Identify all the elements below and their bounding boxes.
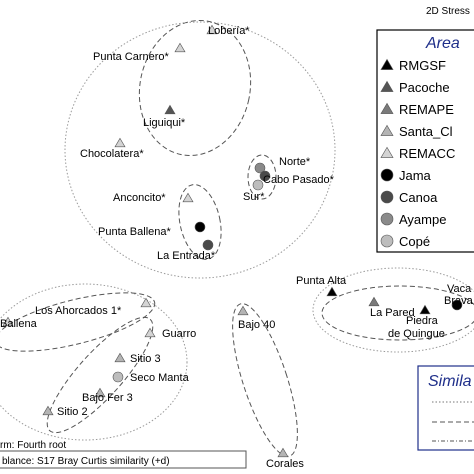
label-sitio-3: Sitio 3 bbox=[130, 353, 161, 365]
inner-cluster-sitio bbox=[46, 316, 154, 434]
label-norte: Norte* bbox=[279, 156, 311, 168]
legend-label-rmgsf: RMGSF bbox=[399, 58, 446, 73]
label-bajo-40: Bajo 40 bbox=[238, 319, 275, 331]
legend-marker-remacc bbox=[380, 146, 394, 158]
point-vaca-brava bbox=[451, 299, 463, 311]
point-anconcito bbox=[182, 192, 194, 203]
inner-cluster-bajo40 bbox=[232, 303, 298, 457]
legend-label-pacoche: Pacoche bbox=[399, 80, 450, 95]
label-brava: Brava bbox=[444, 295, 474, 307]
similarity-legend-box bbox=[417, 365, 474, 451]
legend-marker-canoa bbox=[380, 190, 394, 204]
label-vaca: Vaca bbox=[447, 283, 472, 295]
resemblance-box bbox=[0, 450, 247, 469]
similarity-legend: Simila bbox=[417, 365, 474, 451]
outer-cluster-east bbox=[312, 267, 474, 353]
point-liguiqui bbox=[164, 104, 176, 115]
label-piedra: Piedra bbox=[406, 315, 439, 327]
point-lober-a bbox=[206, 24, 218, 35]
label-guarro: Guarro bbox=[162, 328, 196, 340]
label-loberia: Lobería* bbox=[208, 25, 250, 37]
point-punta-alta bbox=[326, 286, 338, 297]
area-legend: Area RMGSF Pacoche REMAPE Santa_Cl REMAC… bbox=[376, 29, 474, 253]
legend-marker-cop bbox=[380, 234, 394, 248]
label-anconcito: Anconcito* bbox=[113, 192, 166, 204]
point-corales bbox=[277, 447, 289, 458]
label-sitio-2: Sitio 2 bbox=[57, 406, 88, 418]
label-cabo-pasado: Cabo Pasado* bbox=[263, 174, 335, 186]
label-liguiqui: Liguiqui* bbox=[143, 117, 186, 129]
data-points bbox=[2, 24, 463, 458]
point-labels: Lobería* Punta Carnero* Liguiqui* Chocol… bbox=[0, 25, 474, 470]
point-norte bbox=[254, 162, 266, 174]
legend-label-remacc: REMACC bbox=[399, 146, 455, 161]
label-ballena: Ballena bbox=[0, 318, 38, 330]
legend-label-ayampe: Ayampe bbox=[399, 212, 446, 227]
cluster-outlines bbox=[0, 20, 474, 457]
point-ballena bbox=[2, 316, 14, 327]
label-la-pared: La Pared bbox=[370, 307, 415, 319]
legend-label-canoa: Canoa bbox=[399, 190, 438, 205]
outer-cluster-north bbox=[64, 21, 336, 279]
legend-label-santa-cl: Santa_Cl bbox=[399, 124, 453, 139]
label-bajo-fer-3: Bajo Fer 3 bbox=[82, 392, 133, 404]
point-chocolatera bbox=[114, 137, 126, 148]
point-piedra-de-quingue bbox=[419, 304, 431, 315]
label-punta-ballena: Punta Ballena* bbox=[98, 226, 171, 238]
point-la-pared bbox=[368, 296, 380, 307]
inner-cluster-ahorcados bbox=[0, 292, 156, 352]
label-corales: Corales bbox=[266, 458, 304, 470]
legend-marker-pacoche bbox=[380, 80, 394, 92]
point-punta-ballena bbox=[194, 221, 206, 233]
point-bajo-fer-3 bbox=[94, 387, 106, 398]
label-seco-manta: Seco Manta bbox=[130, 372, 190, 384]
legend-marker-ayampe bbox=[380, 212, 394, 226]
point-cabo-pasado bbox=[259, 170, 271, 182]
area-legend-title: Area bbox=[425, 35, 460, 52]
legend-marker-rmgsf bbox=[380, 58, 394, 70]
point-sitio-2 bbox=[42, 405, 54, 416]
point-punta-carnero bbox=[174, 42, 186, 53]
inner-cluster-loberia bbox=[138, 20, 252, 156]
point-bajo-40 bbox=[237, 305, 249, 316]
similarity-legend-title: Simila bbox=[428, 373, 472, 390]
transform-label: rm: Fourth root bbox=[0, 440, 66, 451]
point-seco-manta bbox=[112, 371, 124, 383]
label-punta-alta: Punta Alta bbox=[296, 275, 347, 287]
legend-label-jama: Jama bbox=[399, 168, 432, 183]
legend-marker-jama bbox=[380, 168, 394, 182]
label-de-quingue: de Quingue bbox=[388, 328, 445, 340]
point-sitio-3 bbox=[114, 352, 126, 363]
legend-label-cope: Copé bbox=[399, 234, 430, 249]
area-legend-box bbox=[376, 29, 474, 253]
inner-cluster-punta-ballena bbox=[178, 184, 222, 260]
outer-cluster-southwest bbox=[0, 283, 188, 441]
stress-label: 2D Stress bbox=[426, 6, 470, 17]
point-sur bbox=[252, 179, 264, 191]
point-guarro bbox=[144, 327, 156, 338]
area-legend-markers bbox=[380, 58, 394, 248]
point-los-ahorcados-1 bbox=[140, 297, 152, 308]
label-punta-carnero: Punta Carnero* bbox=[93, 51, 170, 63]
resemblance-label: blance: S17 Bray Curtis similarity (+d) bbox=[2, 456, 170, 467]
point-la-entrada bbox=[202, 239, 214, 251]
label-los-ahorcados: Los Ahorcados 1* bbox=[35, 305, 122, 317]
legend-label-remape: REMAPE bbox=[399, 102, 454, 117]
label-sur: Sur* bbox=[243, 191, 265, 203]
legend-marker-remape bbox=[380, 102, 394, 114]
legend-marker-santa-cl bbox=[380, 124, 394, 136]
label-chocolatera: Chocolatera* bbox=[80, 148, 144, 160]
label-la-entrada: La Entrada* bbox=[157, 250, 216, 262]
inner-cluster-norte bbox=[247, 154, 277, 200]
